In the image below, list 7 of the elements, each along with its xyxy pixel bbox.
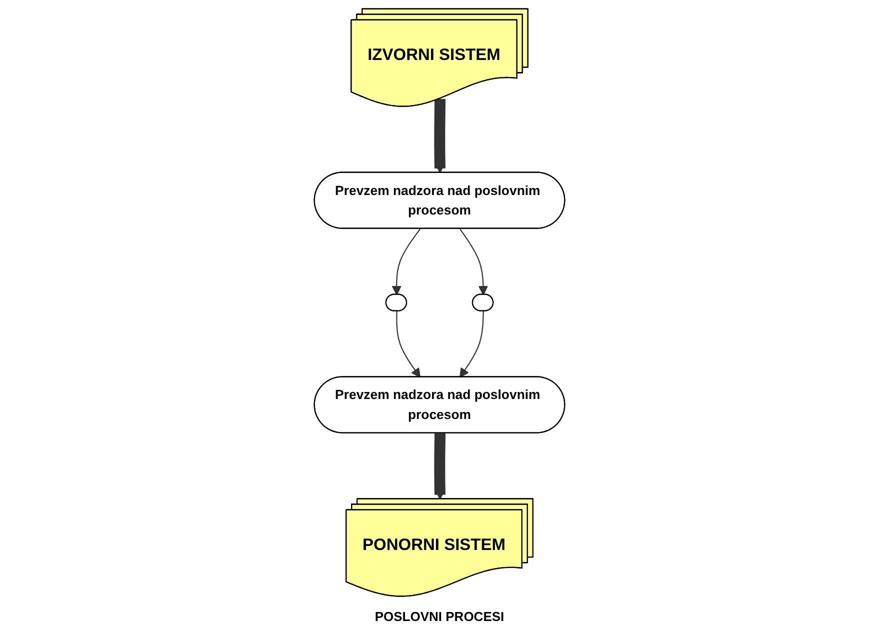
arrow: [434, 433, 446, 500]
diagram-label: POSLOVNI PROCESI: [374, 609, 504, 624]
arrow: [396, 311, 421, 378]
arrow: [434, 98, 446, 174]
arrow: [392, 228, 421, 296]
arrow: [459, 228, 488, 296]
arrow: [460, 311, 484, 378]
